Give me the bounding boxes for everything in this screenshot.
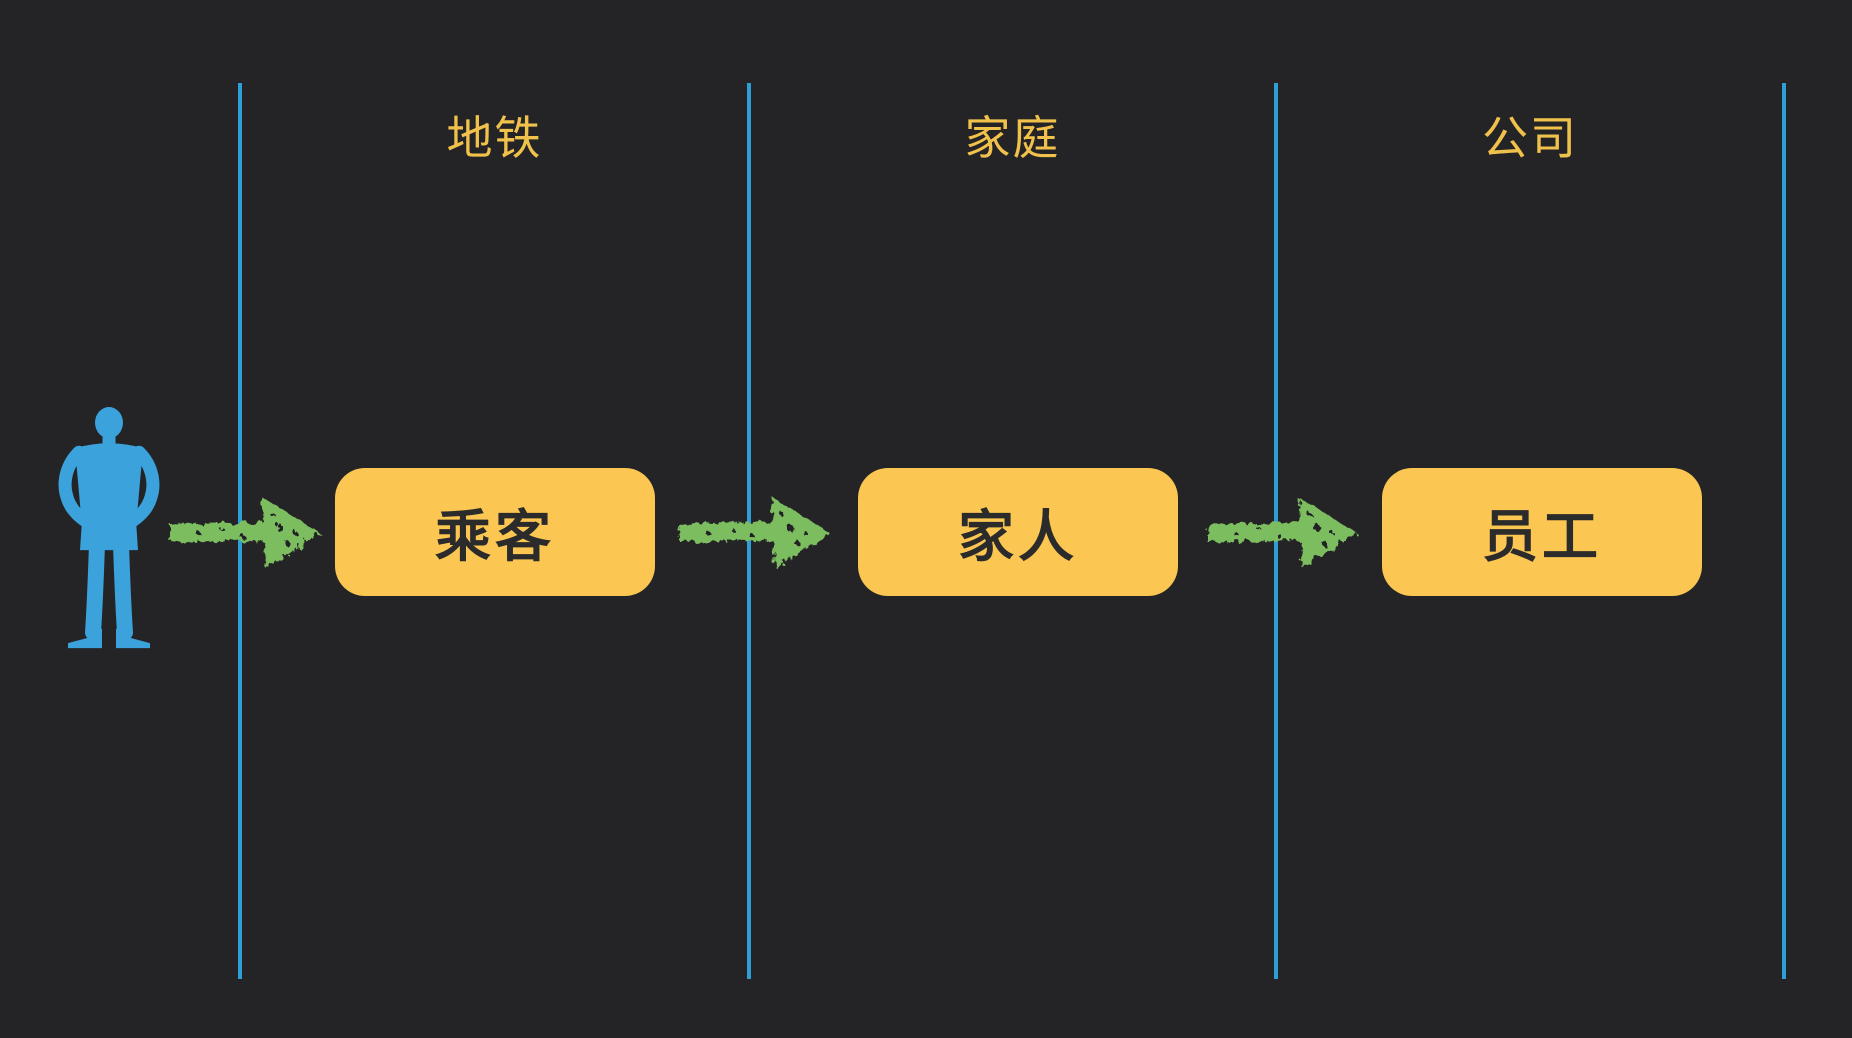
person-icon — [58, 407, 160, 649]
node-employee: 员工 — [1382, 468, 1702, 596]
lane-label-company: 公司 — [1482, 112, 1578, 164]
lane-divider-line — [238, 83, 242, 979]
node-employee-label: 员工 — [1482, 504, 1602, 568]
node-family-member-label: 家人 — [958, 504, 1078, 568]
lane-label-family: 家庭 — [964, 112, 1061, 164]
node-passenger: 乘客 — [335, 468, 655, 596]
flow-arrow-family-to-employee — [1207, 497, 1357, 568]
lane-divider-line — [1782, 83, 1786, 979]
node-passenger-label: 乘客 — [435, 504, 555, 568]
lane-divider-line — [747, 83, 751, 979]
flow-arrow-passenger-to-family — [680, 497, 830, 568]
lane-label-metro: 地铁 — [446, 112, 543, 164]
flow-arrow-person-to-passenger — [170, 497, 320, 568]
node-family-member: 家人 — [858, 468, 1178, 596]
lane-divider-line — [1274, 83, 1278, 979]
